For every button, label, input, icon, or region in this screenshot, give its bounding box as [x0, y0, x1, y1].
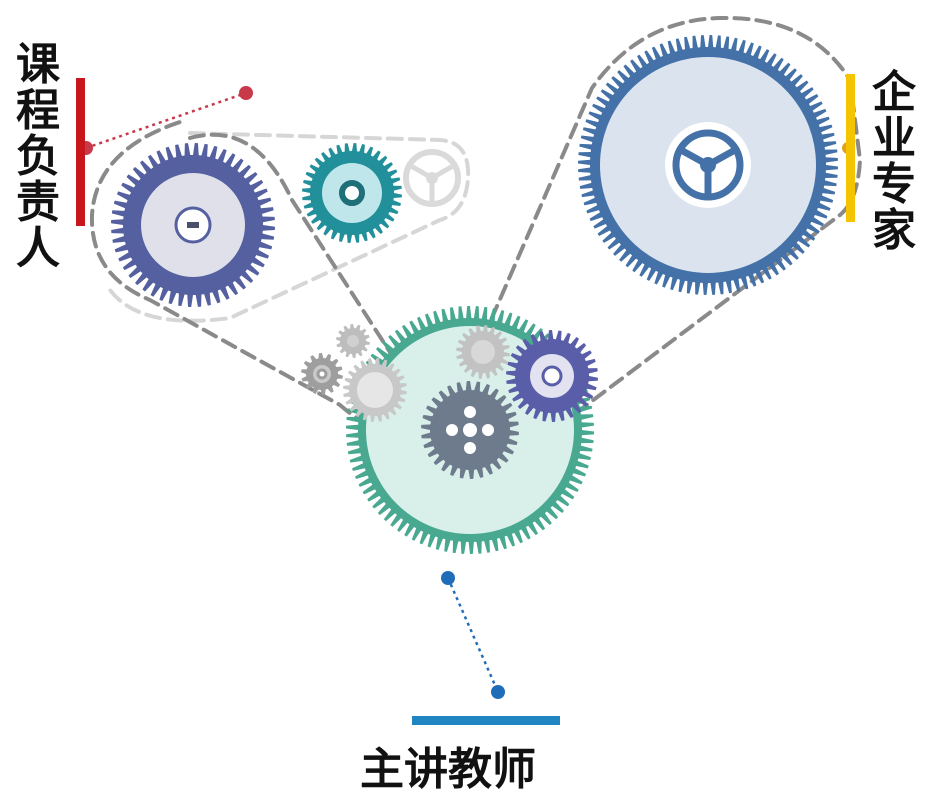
label-industry-expert: 企业专家 — [872, 67, 916, 256]
gear-hole — [446, 424, 458, 436]
gear-hole — [482, 424, 494, 436]
gear-teal-icon — [302, 143, 402, 243]
chain-belt-light — [108, 131, 471, 323]
gear-hole — [463, 423, 477, 437]
gear-grey-b-icon — [343, 358, 407, 422]
gear-small-purple-icon — [506, 330, 598, 422]
course-lead-bar — [76, 78, 85, 226]
industry-expert-bar — [846, 74, 855, 222]
label-course-lead: 课程负责人 — [16, 39, 60, 274]
gears-layer — [111, 35, 838, 554]
label-lead-teacher: 主讲教师 — [360, 744, 536, 795]
gear-hole — [464, 406, 476, 418]
chain-belt-right — [420, 15, 863, 488]
gear-grey-d-icon — [301, 353, 343, 395]
gear-hole — [464, 442, 476, 454]
lead-teacher-pointer — [441, 571, 505, 699]
steering-wheel-icon — [665, 122, 751, 208]
steering-wheel-icon — [403, 149, 461, 207]
gear-grey-a-icon — [456, 325, 510, 379]
lead-teacher-bar — [412, 716, 560, 725]
gear-hub-slot — [187, 222, 199, 228]
gear-grey-c-icon — [336, 324, 370, 358]
course-lead-pointer — [79, 86, 253, 155]
